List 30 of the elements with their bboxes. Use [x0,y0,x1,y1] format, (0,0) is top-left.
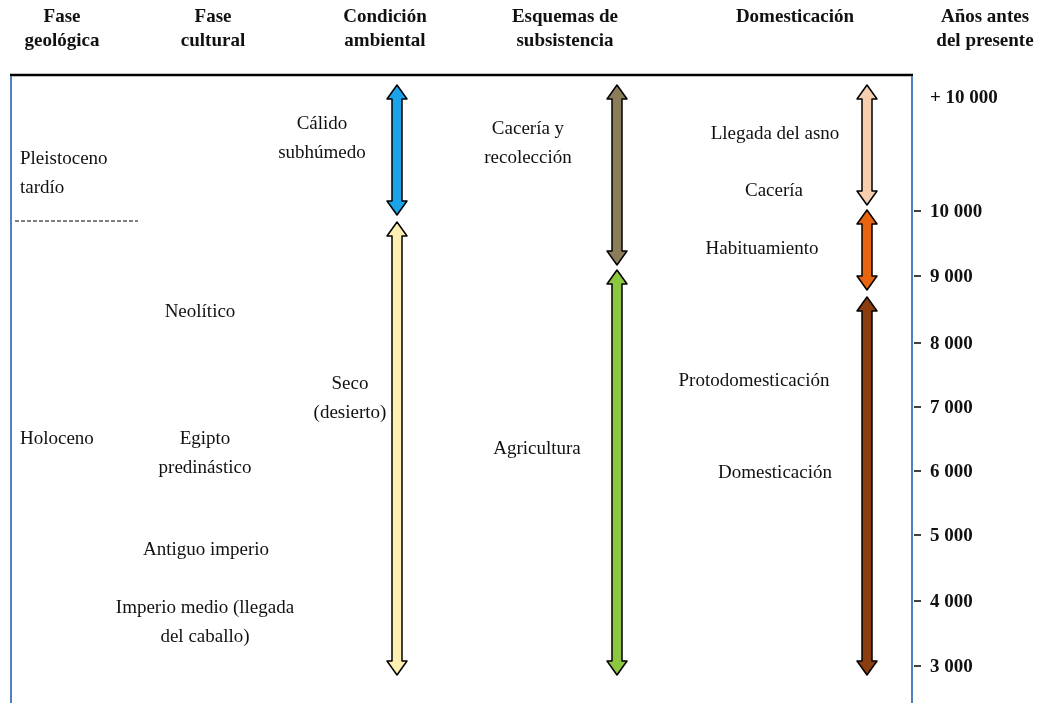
cultural-phase-label: Egipto predinástico [157,426,253,479]
condition-label: Cálido subhúmedo [277,111,367,164]
geological-phase-label: Pleistoceno tardío [20,146,109,199]
domestication-label: Llegada del asno [710,121,840,145]
geological-phase-label: Holoceno [20,426,94,450]
column-header: Condición ambiental [342,4,428,52]
cultural-phase-label: Imperio medio (llegada del caballo) [114,595,296,648]
domestication-label: Habituamiento [705,236,819,260]
year-label: 7 000 [930,395,973,419]
domestication-label: Protodomesticación [678,368,830,392]
year-label: 8 000 [930,331,973,355]
year-label: 10 000 [930,199,983,223]
cultural-phase-label: Neolítico [164,299,236,323]
column-header: Domesticación [735,4,855,28]
year-label: 4 000 [930,589,973,613]
column-header: Fase geológica [23,4,101,52]
year-label: 9 000 [930,264,973,288]
column-header: Años antes del presente [935,4,1035,52]
year-label: 5 000 [930,523,973,547]
domestication-label: Domesticación [718,460,832,484]
year-label: 3 000 [930,654,973,678]
subsistence-label: Agricultura [493,436,581,460]
year-label: + 10 000 [930,85,998,109]
subsistence-label: Cacería y recolección [483,116,573,169]
condition-label: Seco (desierto) [312,371,388,424]
column-header: Fase cultural [179,4,247,52]
cultural-phase-label: Antiguo imperio [142,537,270,561]
year-label: 6 000 [930,459,973,483]
column-header: Esquemas de subsistencia [510,4,620,52]
domestication-label: Cacería [745,178,803,202]
